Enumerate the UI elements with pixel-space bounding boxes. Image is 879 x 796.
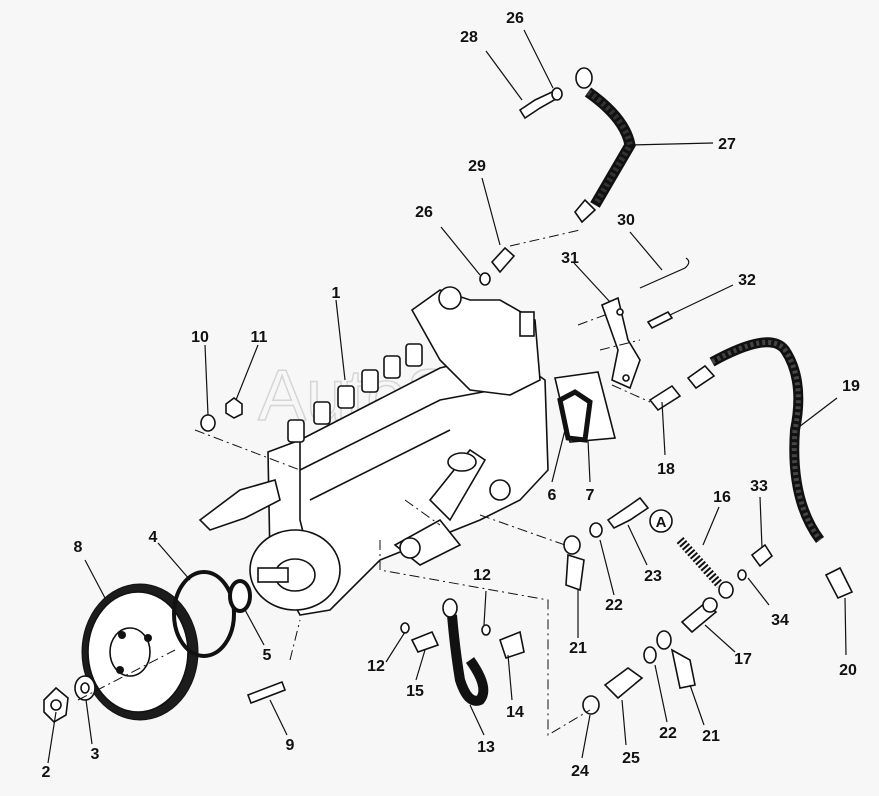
label-32: 32	[738, 272, 756, 289]
label-26-mid: 26	[415, 204, 433, 221]
label-15: 15	[406, 683, 424, 700]
callout-labels: 1 2 3 4 5 6 7 8 9 10 11 12 12 13 14 15 1…	[42, 10, 860, 781]
label-4: 4	[149, 529, 158, 546]
label-23: 23	[644, 568, 662, 585]
label-30: 30	[617, 212, 635, 229]
detail-a-spring	[649, 509, 734, 599]
injection-pump-body	[198, 286, 549, 616]
banjo-fitting-29	[479, 246, 516, 286]
banjo-21-upper	[563, 535, 585, 592]
delivery-valve-holders	[287, 343, 423, 443]
detail-a-label: A	[656, 514, 667, 531]
label-27: 27	[718, 136, 736, 153]
bracket	[600, 296, 641, 390]
label-11: 11	[251, 329, 268, 346]
label-28: 28	[460, 29, 478, 46]
seal-ring	[228, 579, 252, 613]
label-22-lower: 22	[659, 725, 677, 742]
washer-22-upper	[589, 522, 603, 538]
label-13: 13	[477, 739, 495, 756]
label-20: 20	[839, 662, 857, 679]
washer-24	[582, 695, 600, 715]
overflow-pipe	[573, 67, 636, 224]
label-14: 14	[506, 704, 524, 721]
banjo-21-lower	[656, 630, 696, 689]
banjo-bolt-23	[606, 496, 650, 530]
label-5: 5	[263, 647, 272, 664]
hose-end-20	[824, 566, 854, 600]
label-12-left: 12	[367, 658, 385, 675]
label-2: 2	[42, 764, 51, 781]
stud-bolt	[246, 680, 287, 705]
leader-lines	[47, 29, 847, 764]
o-ring	[172, 570, 236, 658]
label-6: 6	[548, 487, 557, 504]
label-31: 31	[561, 250, 579, 267]
banjo-bolt-top	[518, 87, 563, 120]
drive-gear	[81, 583, 199, 721]
label-29: 29	[468, 158, 486, 175]
label-16: 16	[713, 489, 731, 506]
nut-and-washer	[43, 675, 96, 724]
label-17: 17	[734, 651, 752, 668]
label-18: 18	[657, 461, 675, 478]
assembly-centerlines	[77, 229, 651, 736]
washer-22-lower	[643, 646, 657, 664]
label-1: 1	[332, 285, 341, 302]
label-3: 3	[91, 746, 100, 763]
fitting-17	[680, 597, 718, 634]
cover-plate	[554, 371, 617, 443]
label-21-lower: 21	[702, 728, 720, 745]
label-24: 24	[571, 763, 589, 780]
label-7: 7	[586, 487, 595, 504]
label-33: 33	[750, 478, 768, 495]
union-25	[603, 667, 644, 700]
label-26-top: 26	[506, 10, 524, 27]
label-19: 19	[842, 378, 860, 395]
label-9: 9	[286, 737, 295, 754]
control-rod	[639, 257, 690, 289]
label-10: 10	[191, 329, 209, 346]
small-nut-washer	[200, 397, 243, 432]
label-34: 34	[771, 612, 789, 629]
connector-18	[648, 384, 682, 412]
label-8: 8	[74, 539, 83, 556]
fuel-hose	[686, 337, 825, 543]
label-21-upper: 21	[569, 640, 587, 657]
label-25: 25	[622, 750, 640, 767]
label-12-right: 12	[473, 567, 491, 584]
bolt-32	[646, 310, 674, 330]
return-pipe	[400, 598, 525, 706]
label-22-upper: 22	[605, 597, 623, 614]
fitting-33-34	[737, 543, 774, 581]
